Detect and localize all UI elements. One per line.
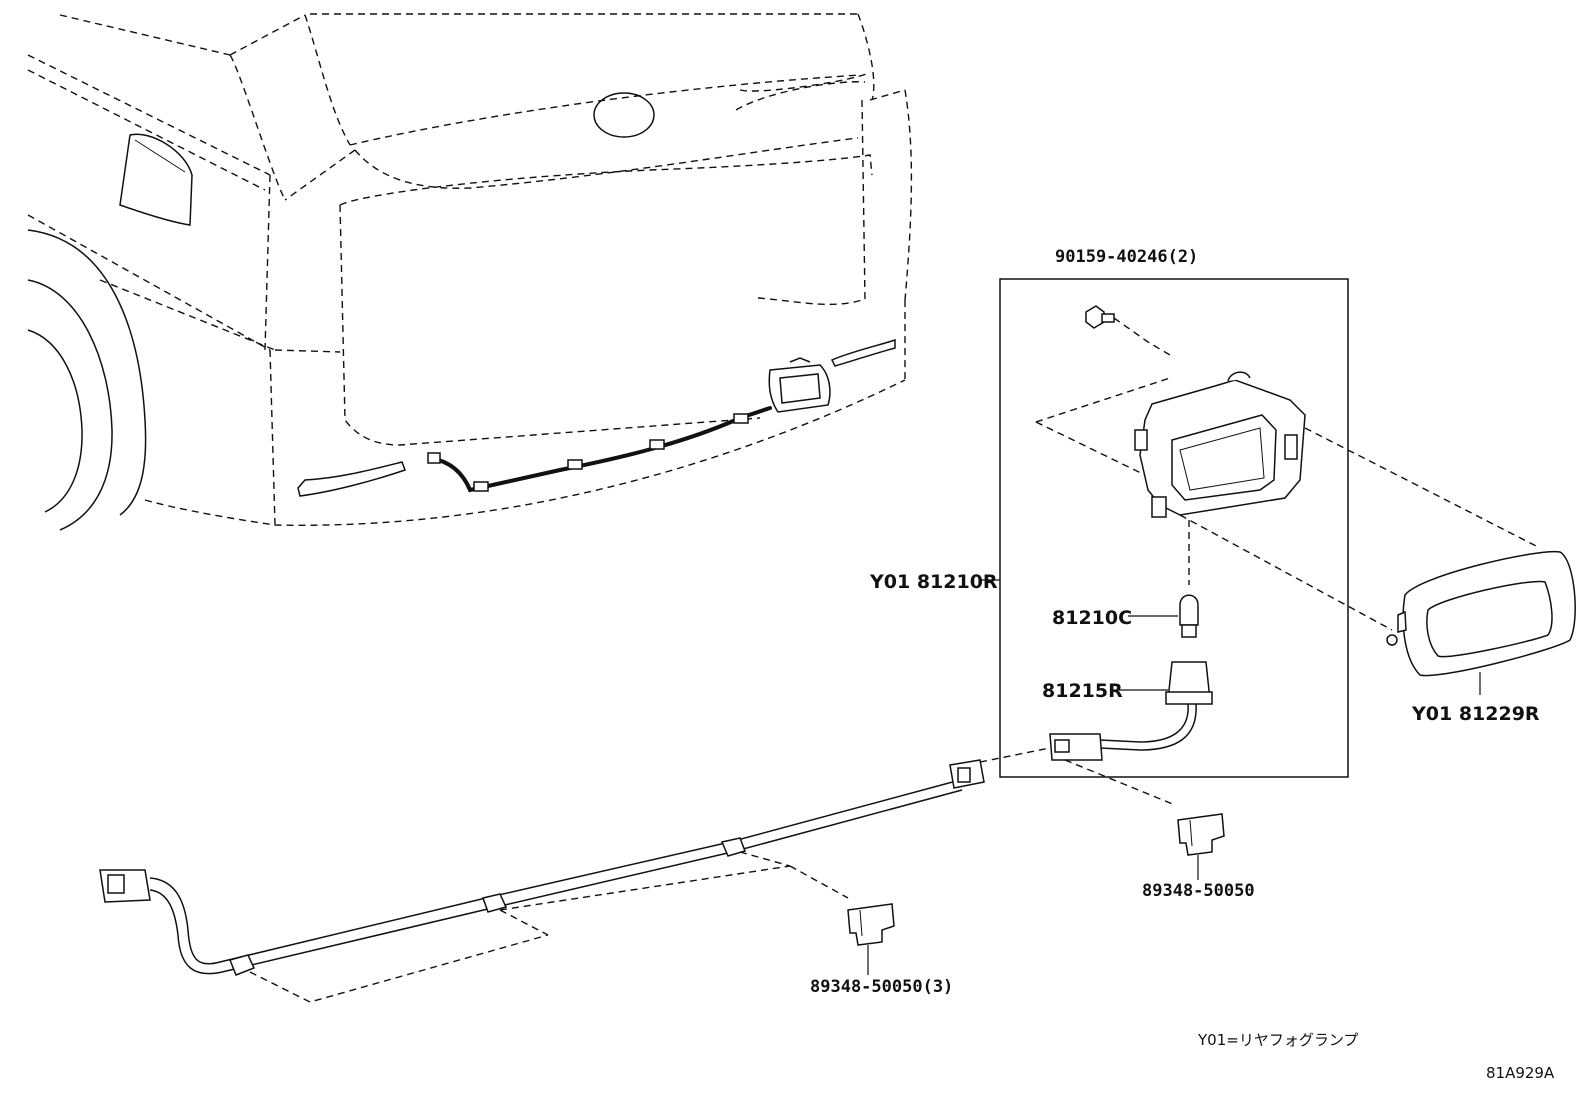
label-clip-multi: 89348-50050(3)	[810, 977, 953, 997]
label-lamp-assy: Y01 81210R	[869, 571, 998, 593]
figure-code: 81A929A	[1486, 1064, 1555, 1082]
fog-lamp-housing	[1035, 371, 1306, 518]
clip-part-multi	[847, 903, 895, 946]
label-cover: Y01 81229R	[1411, 703, 1540, 725]
clip-part-single	[1177, 813, 1225, 856]
wire-harness-part	[99, 759, 985, 1003]
lamp-cover-part	[1179, 427, 1576, 677]
bolt-part	[1085, 305, 1171, 356]
legend-note: Y01=リヤフォグランプ	[1197, 1031, 1358, 1049]
label-bulb: 81210C	[1052, 607, 1132, 629]
lamp-assembly-box	[999, 278, 1349, 778]
bulb-part	[1179, 520, 1199, 638]
socket-part	[979, 661, 1213, 806]
vehicle-body	[27, 13, 913, 531]
label-socket: 81215R	[1042, 680, 1123, 702]
label-clip-single: 89348-50050	[1142, 881, 1255, 901]
label-bolt: 90159-40246(2)	[1055, 247, 1198, 267]
